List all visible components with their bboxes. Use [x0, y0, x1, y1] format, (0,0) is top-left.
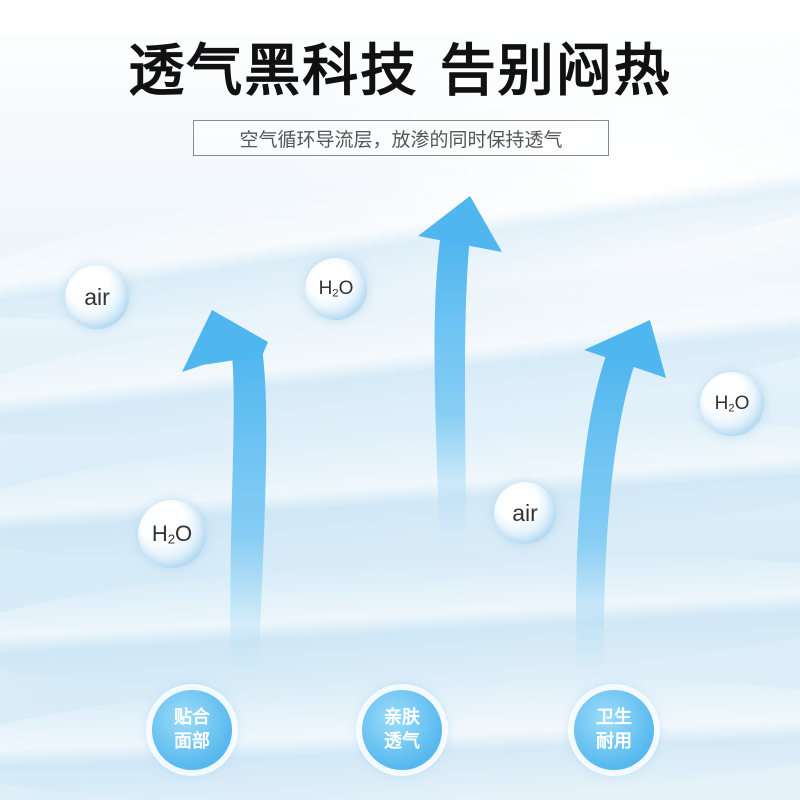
air-label: air: [512, 499, 538, 526]
air-label: air: [84, 283, 110, 310]
arrow-up-middle: [434, 236, 470, 560]
arrow-up-right: [576, 356, 634, 690]
badge-line2: 耐用: [596, 731, 632, 752]
h2o-label: H2O: [151, 521, 193, 547]
arrowhead-middle: [418, 196, 502, 252]
badge-skin-breathable: 亲肤 透气: [362, 690, 442, 770]
badge-fit-face: 贴合 面部: [152, 690, 232, 770]
h2o-label: H2O: [318, 278, 354, 300]
air-bubble-middle: air: [494, 482, 556, 544]
badge-line2: 透气: [384, 731, 420, 752]
badge-line1: 贴合: [174, 706, 210, 728]
h2o-bubble-left: H2O: [138, 500, 206, 568]
air-bubble-left: air: [65, 265, 129, 329]
badge-line1: 亲肤: [384, 706, 420, 728]
badge-hygiene-durable: 卫生 耐用: [574, 690, 654, 770]
badge-line2: 面部: [174, 731, 210, 752]
h2o-label: H2O: [714, 393, 750, 415]
headline: 透气黑科技 告别闷热: [128, 39, 672, 104]
h2o-bubble-right: H2O: [700, 372, 764, 436]
subtitle-box: 空气循环导流层，放渗的同时保持透气: [193, 120, 609, 156]
arrowhead-right: [584, 320, 666, 378]
badge-line1: 卫生: [596, 706, 632, 728]
subtitle: 空气循环导流层，放渗的同时保持透气: [239, 128, 563, 151]
h2o-bubble-top: H2O: [305, 258, 367, 320]
arrow-up-left: [230, 348, 267, 690]
